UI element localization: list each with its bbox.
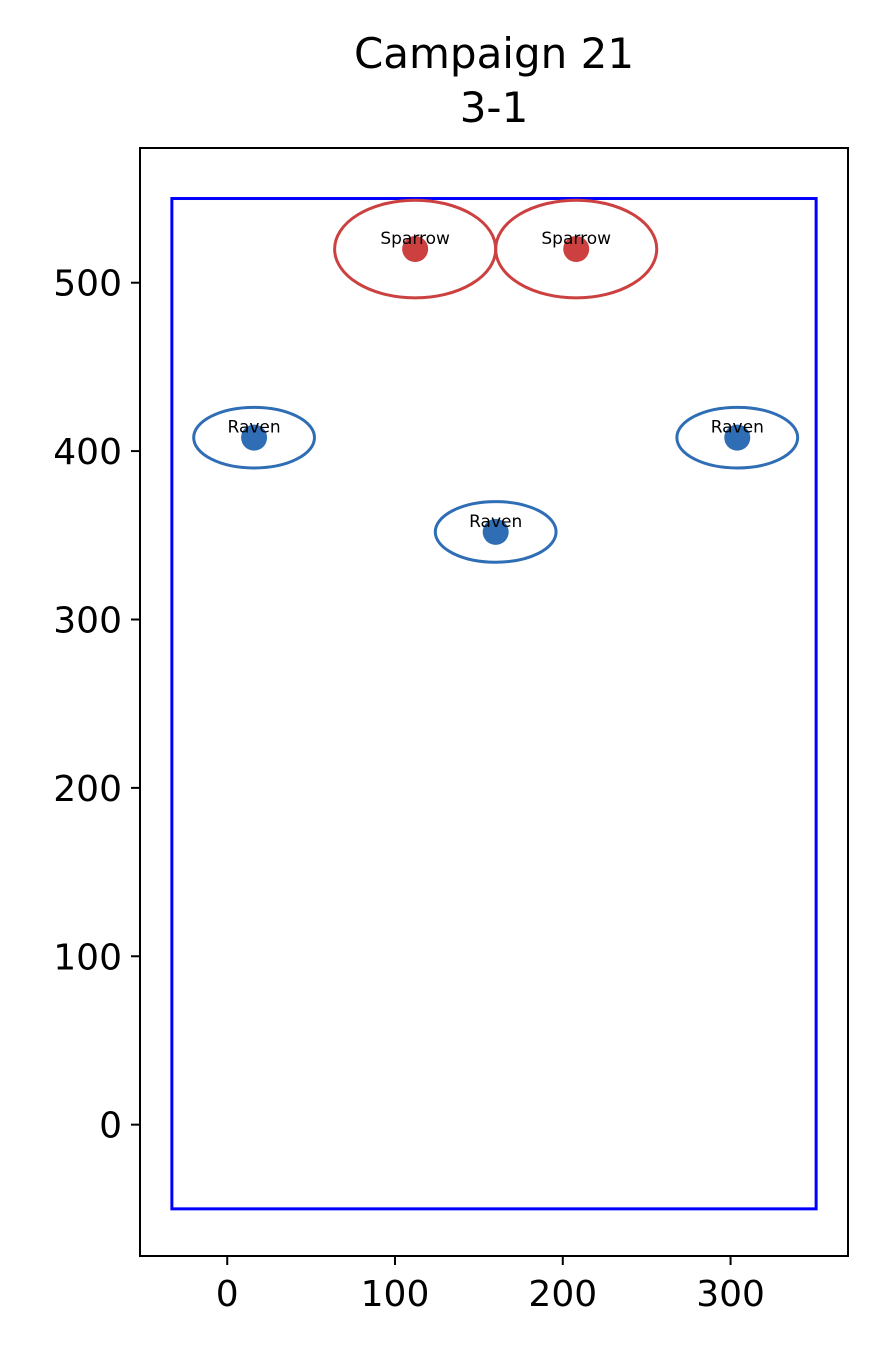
x-tick-label: 100 [361, 1274, 430, 1315]
range-ellipse [192, 405, 316, 470]
data-point [724, 424, 751, 451]
data-point-group: Sparrow [333, 198, 498, 300]
boundary-layer [170, 197, 818, 1211]
point-label: Sparrow [380, 229, 450, 249]
data-point [563, 236, 590, 263]
chart-subtitle: 3-1 [460, 83, 529, 132]
x-tick-label: 0 [216, 1274, 239, 1315]
y-tick-label: 100 [53, 937, 122, 978]
data-point-group: Sparrow [494, 198, 659, 300]
data-point-group: Raven [675, 405, 800, 470]
point-label: Raven [711, 418, 764, 438]
x-tick-label: 300 [696, 1274, 765, 1315]
point-label: Raven [469, 512, 522, 532]
range-ellipse [494, 198, 659, 300]
range-ellipse [675, 405, 800, 470]
y-tick-label: 400 [53, 432, 122, 473]
y-tick-label: 0 [99, 1106, 122, 1147]
plot-frame [139, 147, 849, 1257]
range-ellipse [433, 500, 558, 564]
y-tick-label: 500 [53, 264, 122, 305]
y-tick-label: 300 [53, 600, 122, 641]
y-tick-label: 200 [53, 769, 122, 810]
x-axis: 0 100 200 300 [216, 1256, 765, 1315]
y-axis: 0 100 200 300 400 500 [53, 264, 140, 1147]
point-label: Raven [228, 418, 281, 438]
data-point [482, 518, 509, 545]
point-label: Sparrow [541, 229, 611, 249]
data-point [402, 236, 429, 263]
chart-title: Campaign 21 [354, 29, 634, 78]
data-point [241, 424, 268, 451]
x-tick-label: 200 [528, 1274, 597, 1315]
data-point-group: Raven [433, 500, 558, 564]
data-point-group: Raven [192, 405, 316, 470]
boundary-rect [170, 197, 818, 1211]
